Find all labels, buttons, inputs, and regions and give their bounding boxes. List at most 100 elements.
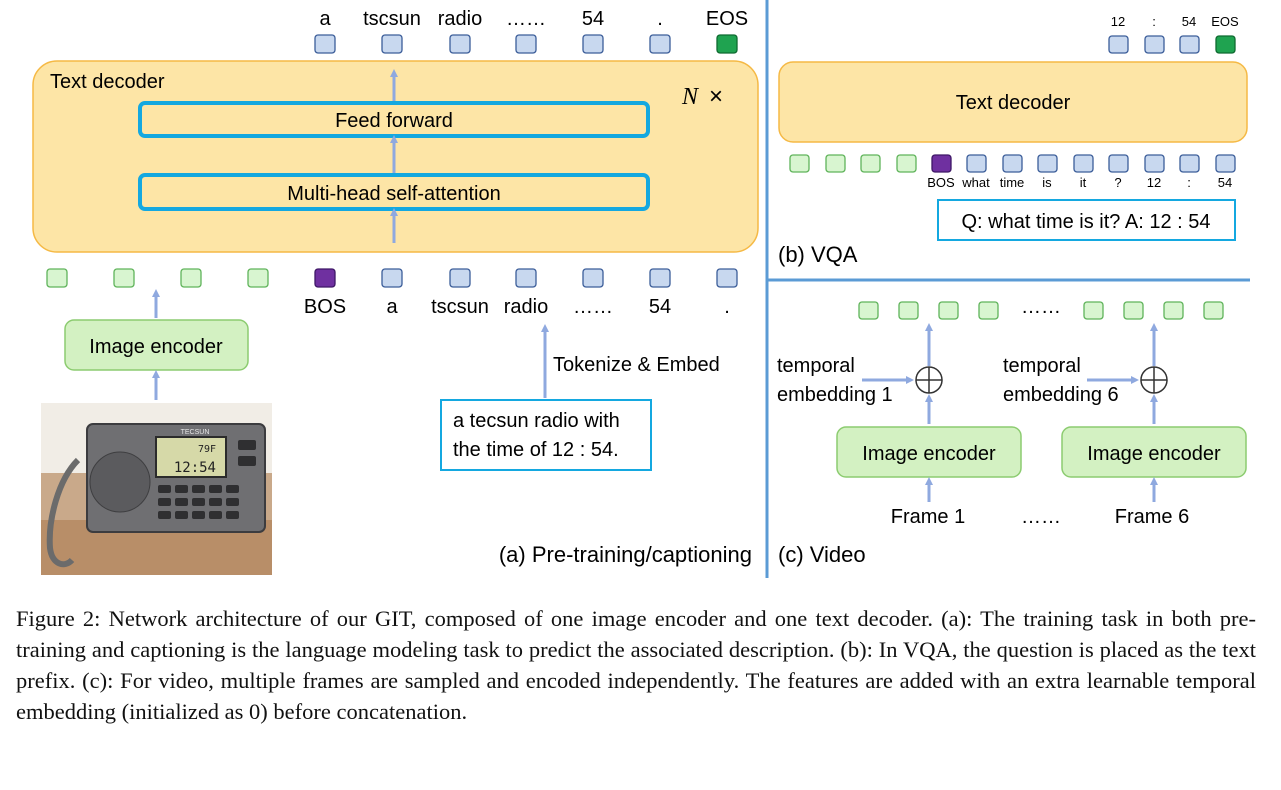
b-input-token-label: it [1080, 175, 1087, 190]
tokenize-embed-label: Tokenize & Embed [553, 354, 720, 376]
b-input-token-label: time [1000, 175, 1025, 190]
b-input-token-label: 12 [1147, 175, 1161, 190]
radio-temp-text: 79F [198, 444, 216, 455]
temporal-embedding-1-label: embedding 1 [777, 384, 893, 406]
temporal-embedding-6-label: temporal [1003, 355, 1081, 377]
b-output-token-label: : [1152, 14, 1156, 29]
c-image-encoder-1-label: Image encoder [862, 443, 996, 465]
a-input-token-label: …… [573, 296, 613, 318]
a-input-text-token [649, 268, 671, 288]
b-input-text-token [1179, 154, 1200, 173]
qa-text: Q: what time is it? A: 12 : 54 [961, 211, 1210, 233]
panel-a-label: (a) Pre-training/captioning [499, 542, 752, 567]
a-text-decoder-label: Text decoder [50, 71, 165, 93]
a-output-token-label: a [319, 8, 331, 30]
b-input-text-token [1215, 154, 1236, 173]
a-output-token-label: . [657, 8, 663, 30]
a-output-token-label: EOS [706, 8, 748, 30]
panel-c: …… temporal embedding 1 temporal embeddi… [777, 296, 1247, 567]
b-input-text-token [1108, 154, 1129, 173]
a-output-text-token [449, 34, 471, 54]
a-image-token [113, 268, 135, 288]
panel-b: 12 : 54 EOS Text decoder BOS what time i… [778, 14, 1248, 267]
panel-b-label: (b) VQA [778, 242, 858, 267]
panel-c-label: (c) Video [778, 542, 866, 567]
self-attention-label: Multi-head self-attention [287, 183, 500, 205]
c-image-encoder-6-label: Image encoder [1087, 443, 1221, 465]
a-output-token-label: 54 [582, 8, 604, 30]
b-output-token-label: 12 [1111, 14, 1125, 29]
a-input-text-token [449, 268, 471, 288]
caption-text-line: the time of 12 : 54. [453, 439, 619, 461]
c-feature-token [938, 301, 959, 320]
b-input-token-label: is [1042, 175, 1052, 190]
b-text-decoder-label: Text decoder [956, 92, 1071, 114]
a-input-token-label: . [724, 296, 730, 318]
frame-dots: …… [1021, 506, 1061, 528]
qa-text-box [937, 199, 1236, 241]
b-bos-token [931, 154, 952, 173]
b-input-text-token [1144, 154, 1165, 173]
repeat-times-sign: × [709, 83, 723, 110]
b-input-token-label: what [961, 175, 990, 190]
a-output-text-token [515, 34, 537, 54]
a-output-token-label: tscsun [363, 8, 421, 30]
radio-brand-text: TECSUN [181, 429, 210, 436]
a-image-token [180, 268, 202, 288]
c-feature-token [978, 301, 999, 320]
b-input-token-label: BOS [927, 175, 955, 190]
b-eos-token [1215, 35, 1236, 54]
b-input-token-label: ? [1114, 175, 1121, 190]
b-text-decoder [778, 61, 1248, 143]
a-output-text-token [582, 34, 604, 54]
a-output-token-label: radio [438, 8, 482, 30]
architecture-diagram: a tscsun radio …… 54 . EOS Text decoder … [32, 0, 1250, 578]
c-feature-token [858, 301, 879, 320]
c-feature-token [1083, 301, 1104, 320]
a-image-token [247, 268, 269, 288]
c-feature-token [1203, 301, 1224, 320]
panel-a: a tscsun radio …… 54 . EOS Text decoder … [32, 8, 759, 575]
a-input-token-label: BOS [304, 296, 346, 318]
b-output-token-label: EOS [1211, 14, 1239, 29]
c-feature-token [898, 301, 919, 320]
a-image-encoder-label: Image encoder [89, 336, 223, 358]
frame-1-label: Frame 1 [891, 506, 965, 528]
b-output-text-token [1144, 35, 1165, 54]
a-input-token-label: radio [504, 296, 548, 318]
a-eos-token [716, 34, 738, 54]
b-image-token [825, 154, 846, 173]
b-input-token-label: 54 [1218, 175, 1232, 190]
b-output-text-token [1108, 35, 1129, 54]
b-output-token-label: 54 [1182, 14, 1196, 29]
a-input-text-token [381, 268, 403, 288]
repeat-n-label: N [681, 84, 700, 110]
a-input-token-label: 54 [649, 296, 671, 318]
a-output-text-token [649, 34, 671, 54]
b-image-token [896, 154, 917, 173]
b-image-token [789, 154, 810, 173]
b-input-text-token [1073, 154, 1094, 173]
b-input-token-label: : [1187, 175, 1191, 190]
b-input-text-token [966, 154, 987, 173]
c-token-dots: …… [1021, 296, 1061, 318]
temporal-embedding-6-label: embedding 6 [1003, 384, 1119, 406]
a-bos-token [314, 268, 336, 288]
b-output-text-token [1179, 35, 1200, 54]
temporal-embedding-1-label: temporal [777, 355, 855, 377]
a-output-text-token [314, 34, 336, 54]
feed-forward-label: Feed forward [335, 110, 453, 132]
caption-text-line: a tecsun radio with [453, 410, 620, 432]
figure-caption: Figure 2: Network architecture of our GI… [16, 606, 1256, 724]
b-image-token [860, 154, 881, 173]
radio-photo: TECSUN 79F 12:54 [41, 403, 272, 575]
a-image-token [46, 268, 68, 288]
c-feature-token [1123, 301, 1144, 320]
a-output-text-token [381, 34, 403, 54]
a-input-token-label: a [386, 296, 398, 318]
c-feature-token [1163, 301, 1184, 320]
caption-text-box [440, 399, 652, 471]
a-input-token-label: tscsun [431, 296, 489, 318]
radio-time-text: 12:54 [174, 460, 216, 476]
a-input-text-token [515, 268, 537, 288]
